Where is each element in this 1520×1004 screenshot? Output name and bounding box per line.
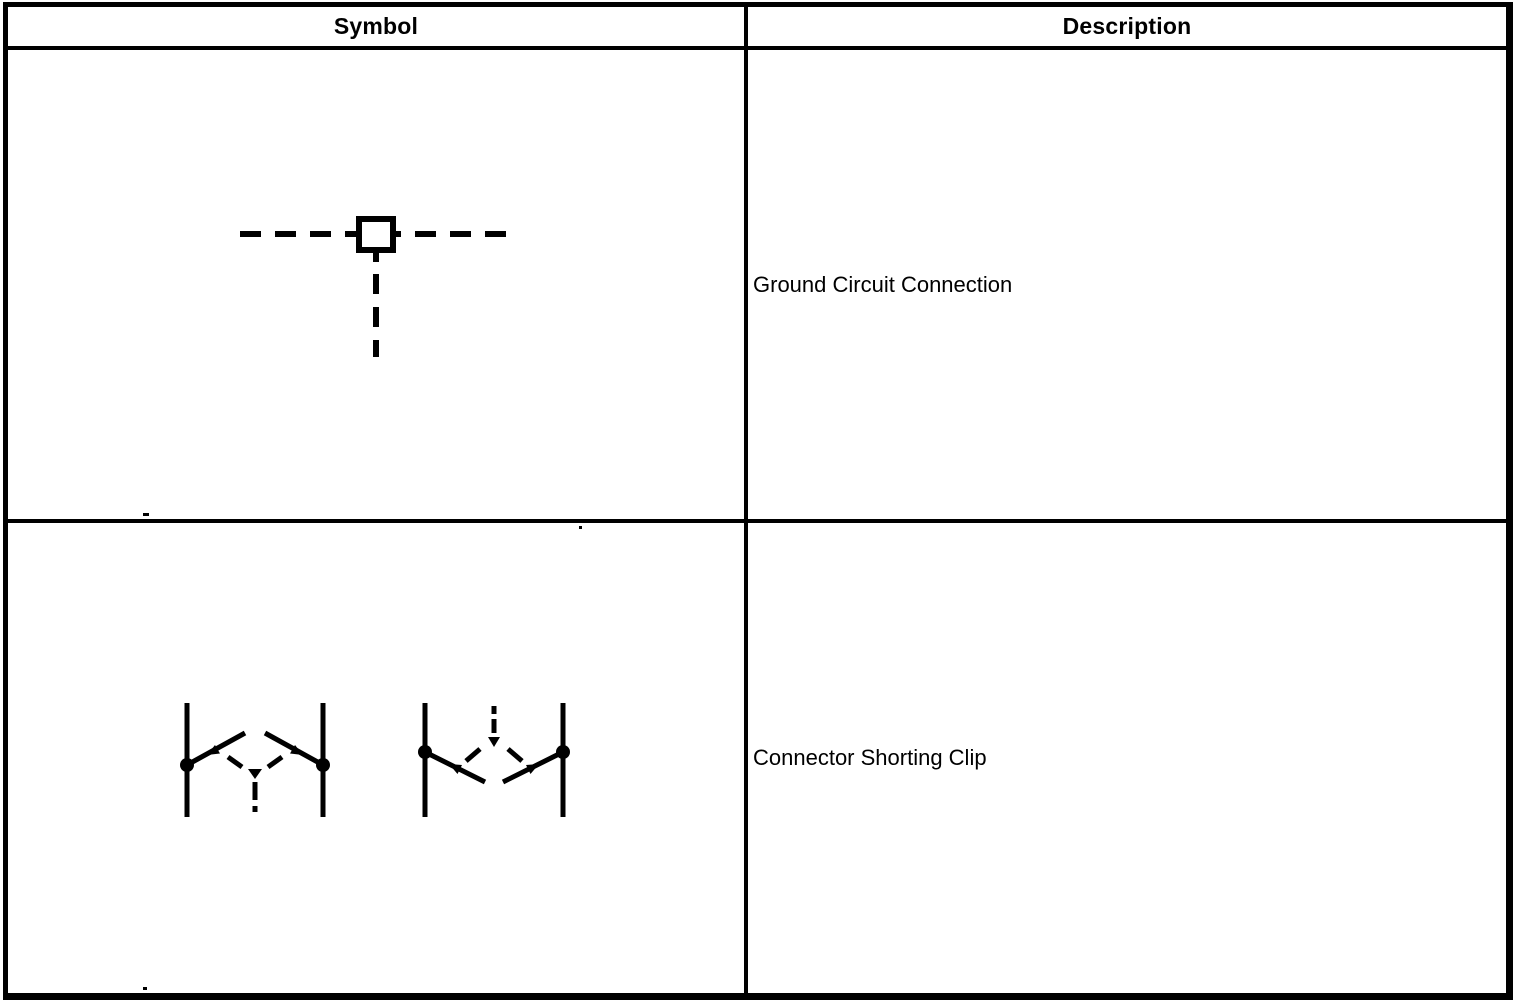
symbol-legend-table: Symbol Description Ground Circuit Connec…	[3, 2, 1513, 1000]
scan-speck	[143, 987, 147, 990]
clip-a-right-arrowhead	[290, 745, 303, 755]
clip-a-right-dash-leg	[266, 754, 284, 770]
clip-a-left-arrowhead	[207, 745, 220, 755]
table-row-2-description-cell: Connector Shorting Clip	[748, 523, 1506, 993]
scan-speck	[143, 513, 149, 516]
ground-connection-square	[356, 216, 396, 253]
connector-shorting-clip-stem-down-icon	[180, 703, 330, 817]
clip-b-left-arrowhead	[449, 764, 462, 774]
header-symbol-label: Symbol	[333, 13, 419, 39]
scan-speck	[579, 526, 582, 529]
clip-b-down-arrowhead	[488, 737, 500, 747]
row-1-description: Ground Circuit Connection	[753, 271, 1013, 297]
clip-b-left-dash-leg	[464, 747, 482, 763]
ground-circuit-connection-icon	[240, 216, 512, 357]
header-symbol: Symbol	[8, 7, 748, 50]
header-description-label: Description	[1062, 13, 1192, 39]
clip-a-left-dash-leg	[226, 754, 244, 770]
header-description: Description	[748, 7, 1506, 50]
table-row-2-symbol-cell	[8, 523, 748, 993]
table-row-1-description-cell: Ground Circuit Connection	[748, 50, 1506, 523]
clip-b-right-dash-leg	[506, 747, 524, 763]
clip-a-down-arrowhead	[248, 769, 262, 779]
row-2-description: Connector Shorting Clip	[753, 745, 987, 770]
table-row-1-symbol-cell	[8, 50, 748, 523]
clip-b-right-arrowhead	[526, 764, 539, 774]
connector-shorting-clip-stem-up-icon	[418, 703, 570, 817]
